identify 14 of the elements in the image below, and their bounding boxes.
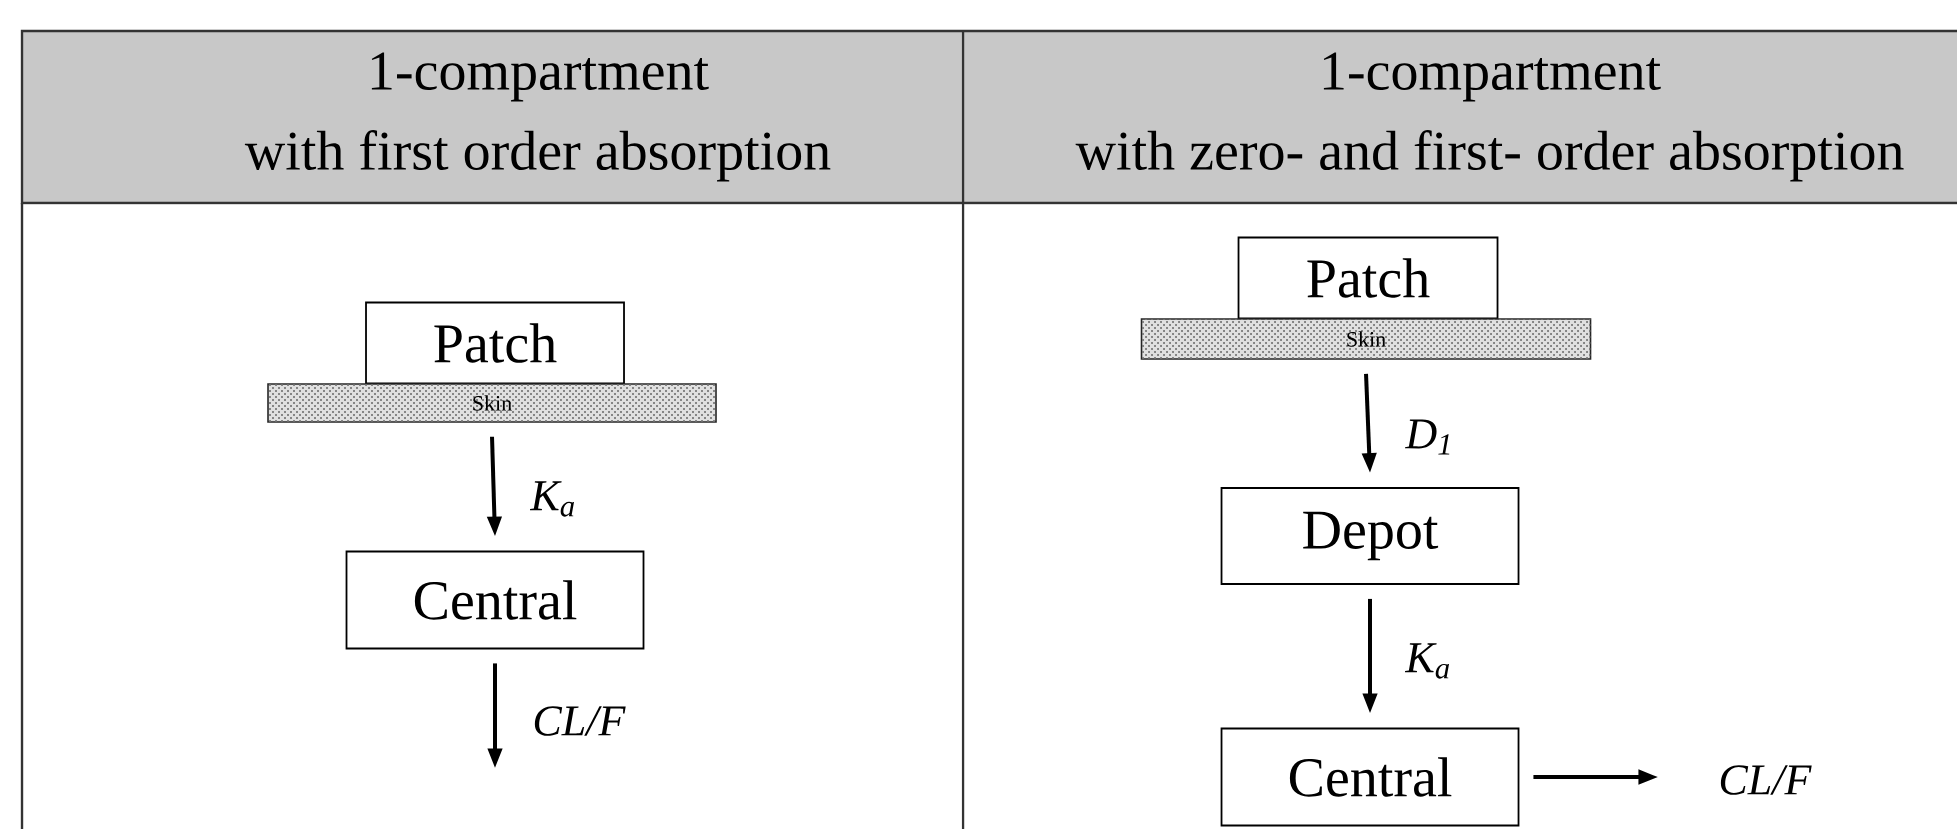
edge-label: D$_{1}$ <box>1404 419 1450 455</box>
compartment-box: Patch <box>365 301 625 385</box>
compartment-box: Central <box>345 550 645 650</box>
skin-layer: Skin <box>1347 331 1386 347</box>
header-text: 1-compartment with zero- and first- order absorption <box>1075 52 1904 182</box>
compartment-box: Central <box>1220 727 1520 827</box>
compartment-box: Patch <box>1237 236 1499 320</box>
edge-label: CL/F <box>1720 765 1812 795</box>
header-text: 1-compartment with first order absorption <box>244 52 831 182</box>
compartment-box: Depot <box>1220 487 1520 585</box>
edge-label: K$_{a}$ <box>1404 643 1449 679</box>
edge-label: K$_{a}$ <box>529 481 574 517</box>
edge-label: CL/F <box>534 706 626 736</box>
skin-layer: Skin <box>473 395 512 411</box>
